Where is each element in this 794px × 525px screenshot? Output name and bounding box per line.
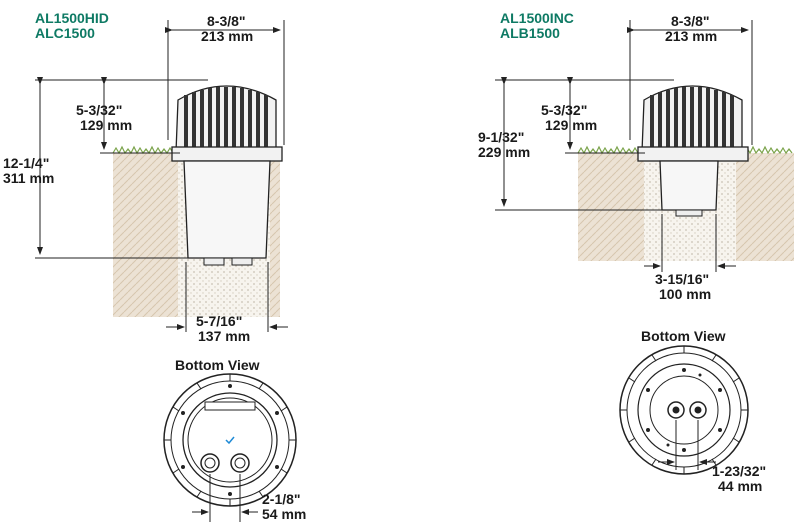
right-fixture-flange (637, 146, 749, 162)
left-bottom-view-dimension: 2-1/8" 54 mm (262, 491, 307, 522)
left-width-dimension: 8-3/8" 213 mm (201, 13, 254, 44)
left-conduit-hole (230, 453, 250, 473)
left-bottom-view (163, 373, 297, 507)
right-bottom-view-title: Bottom View (641, 328, 726, 344)
right-fixture-housing (659, 160, 719, 211)
right-bottom-view-dimension: 1-23/32" 44 mm (712, 463, 767, 494)
right-total-height-dimension: 9-1/32" 229 mm (478, 129, 531, 160)
right-fixture-foot (675, 209, 703, 217)
left-total-height-dimension: 12-1/4" 311 mm (3, 155, 55, 186)
right-cap-louvers (650, 87, 734, 147)
left-bottom-view-title: Bottom View (175, 357, 260, 373)
right-base-width-dimension: 3-15/16" 100 mm (655, 271, 712, 302)
left-fixture-foot (231, 257, 253, 266)
right-width-dimension: 8-3/8" 213 mm (665, 13, 718, 44)
left-fixture-section (35, 20, 297, 522)
right-above-grade-dimension: 5-3/32" 129 mm (541, 102, 598, 133)
left-cap-louvers (184, 87, 268, 147)
checkmark-icon (225, 436, 235, 445)
left-fixture-housing (183, 160, 271, 259)
left-model-names: AL1500HID ALC1500 (35, 10, 109, 41)
left-above-grade-dimension: 5-3/32" 129 mm (76, 102, 133, 133)
right-model-names: AL1500INC ALB1500 (500, 10, 574, 41)
left-base-width-dimension: 5-7/16" 137 mm (196, 313, 251, 344)
left-fixture-foot (203, 257, 225, 266)
left-conduit-hole (200, 453, 220, 473)
left-fixture-flange (171, 146, 283, 162)
right-fixture-section (495, 20, 794, 475)
right-bottom-view (619, 345, 749, 475)
